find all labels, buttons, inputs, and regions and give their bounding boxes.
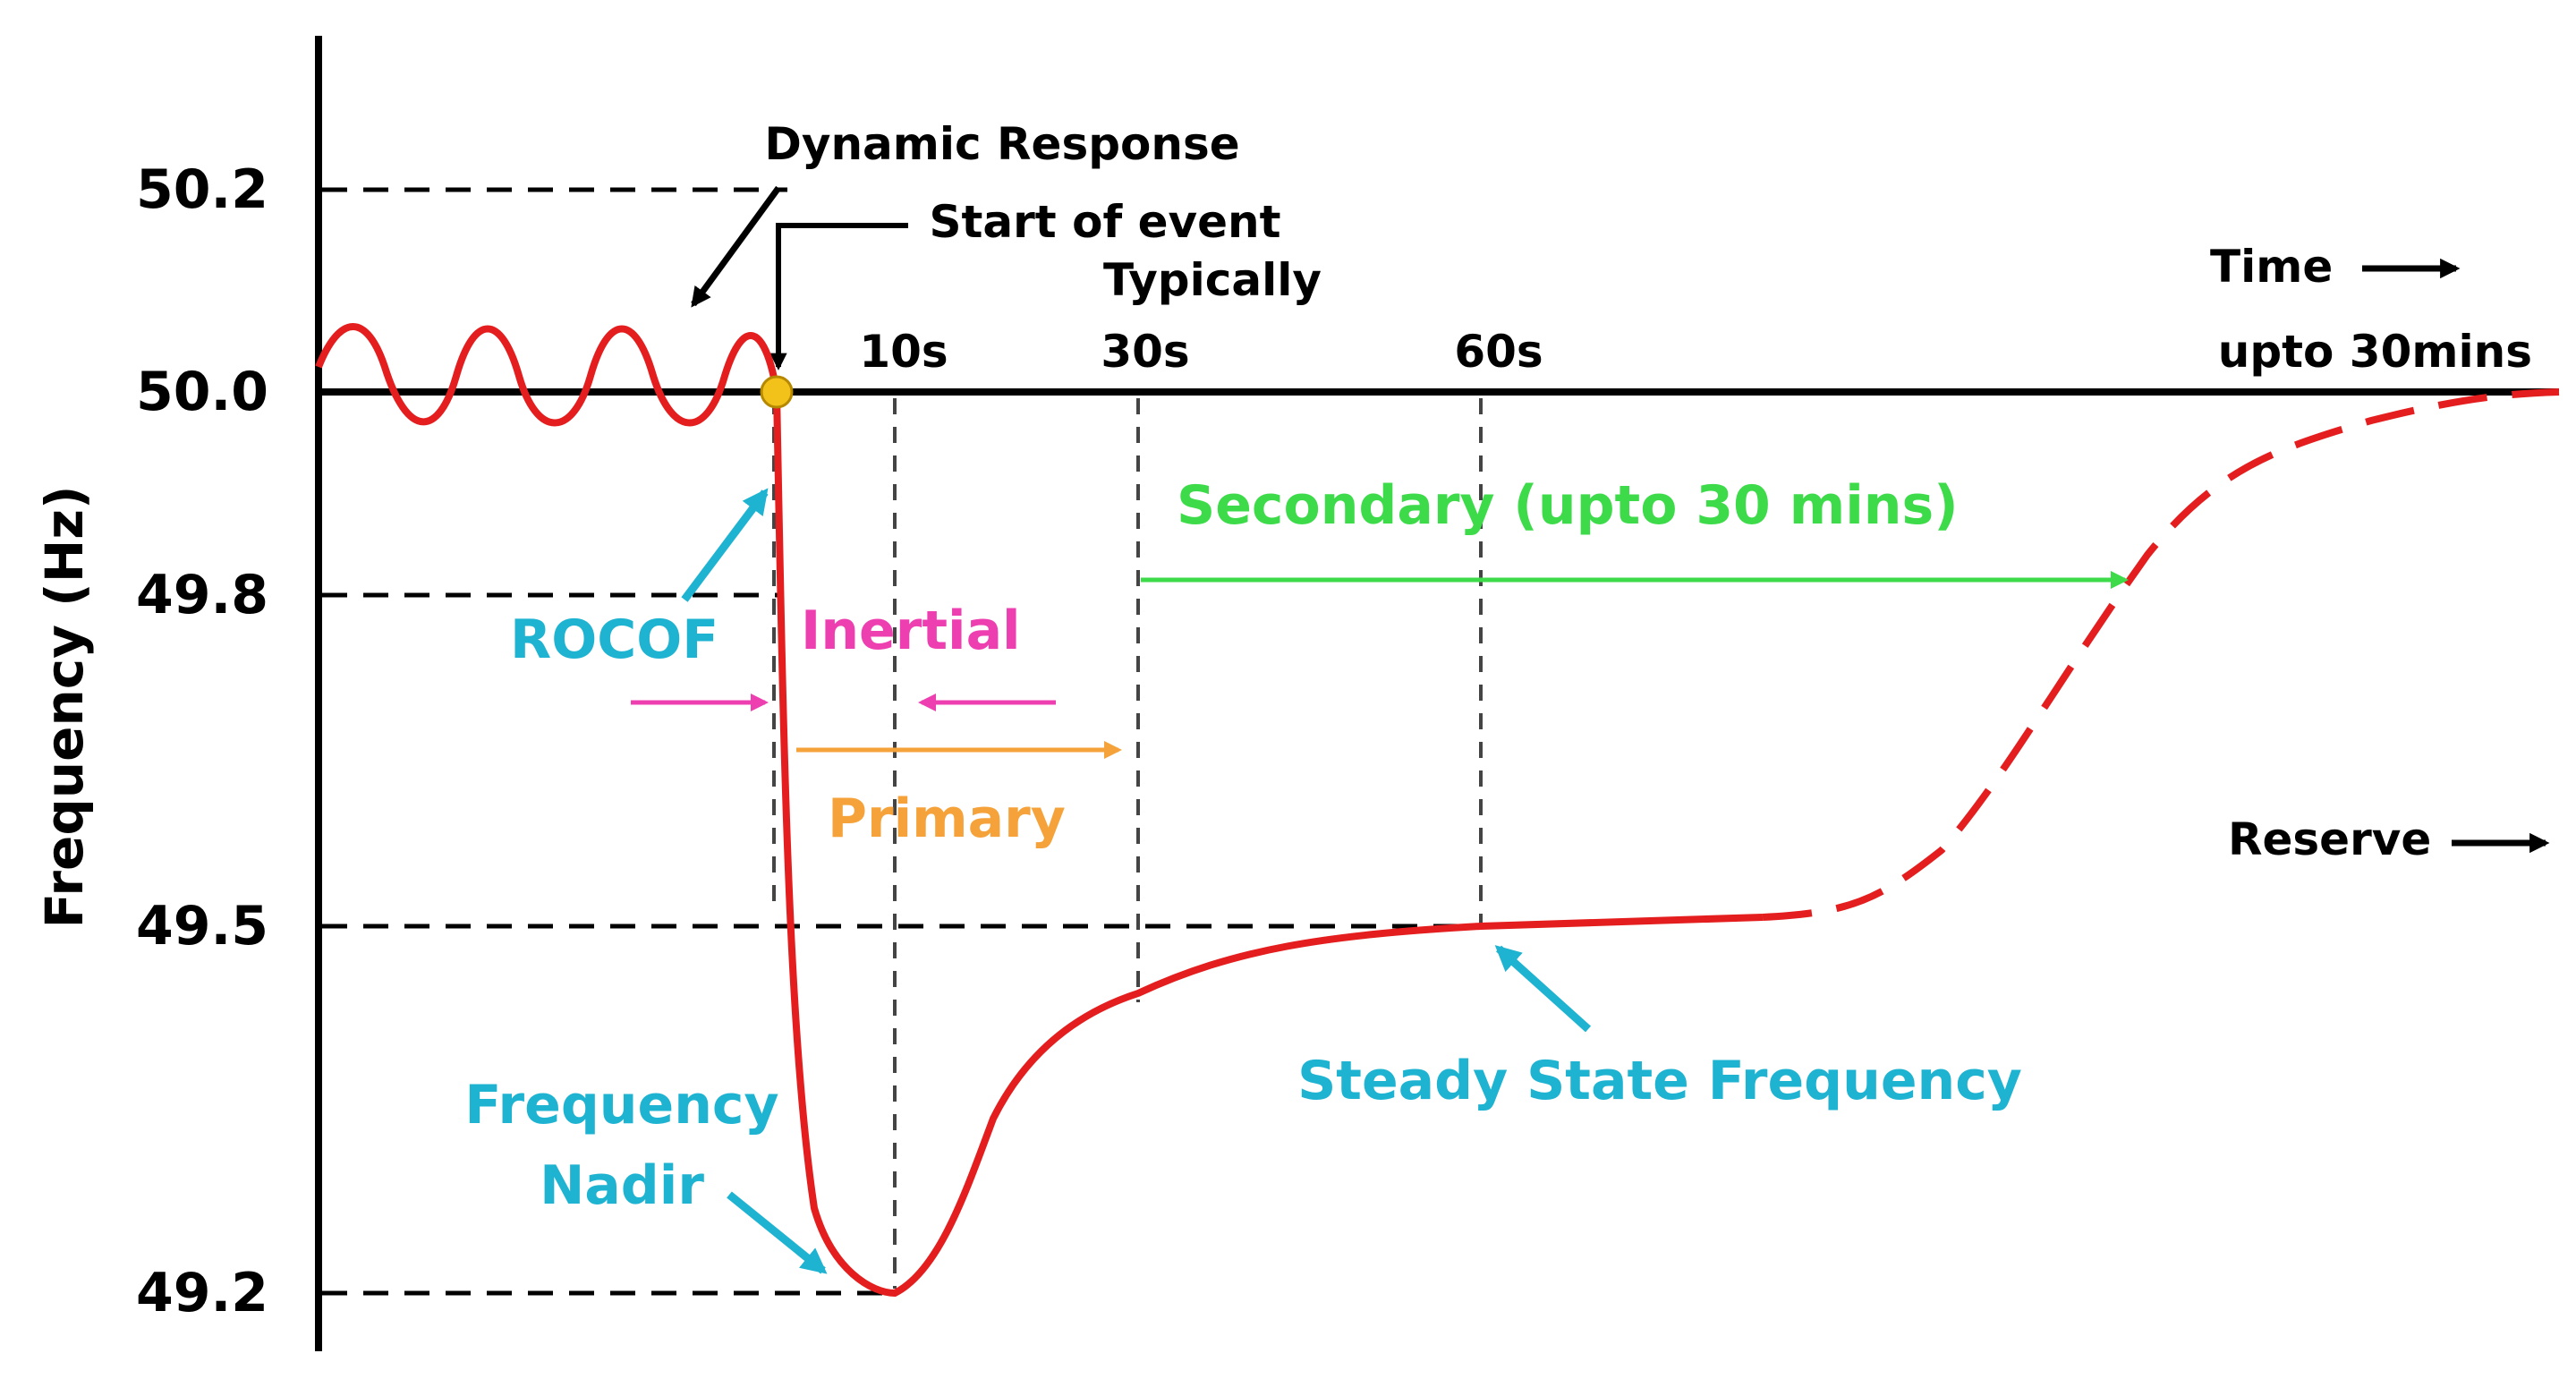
dynamic-response-arrow [691,185,781,308]
recovery-curve-dashed [1762,388,2560,921]
nadir-arrow [727,1191,828,1274]
x-tick-30mins: upto 30mins [2218,326,2532,378]
y-tick-49-8: 49.8 [136,564,268,626]
event-marker [760,375,794,409]
time-label: Time [2210,241,2333,293]
y-tick-49-2: 49.2 [136,1262,268,1324]
steady-state-arrow [1494,945,1592,1033]
x-tick-60s: 60s [1454,326,1543,378]
y-tick-49-5: 49.5 [136,895,268,958]
frequency-nadir-label-line1: Frequency [464,1074,778,1136]
y-axis-label: Frequency (Hz) [34,486,95,929]
start-of-event-arrow [769,223,908,370]
pre-event-oscillation [315,323,780,427]
steady-state-label: Steady State Frequency [1297,1050,2022,1112]
rocof-label: ROCOF [510,609,718,671]
frequency-curve [773,391,1764,1298]
start-of-event-label: Start of event [929,196,1280,248]
x-tick-10s: 10s [859,326,948,378]
inertial-label: Inertial [801,600,1021,662]
primary-label: Primary [828,787,1066,850]
y-tick-50-0: 50.0 [136,361,268,423]
frequency-nadir-label-line2: Nadir [540,1154,704,1217]
rocof-arrow [681,488,769,602]
x-tick-30s: 30s [1101,326,1189,378]
secondary-label: Secondary (upto 30 mins) [1177,474,1959,537]
reserve-label: Reserve [2228,813,2431,865]
y-tick-50-2: 50.2 [136,158,268,221]
typically-label: Typically [1103,254,1322,306]
dynamic-response-label: Dynamic Response [764,118,1239,170]
